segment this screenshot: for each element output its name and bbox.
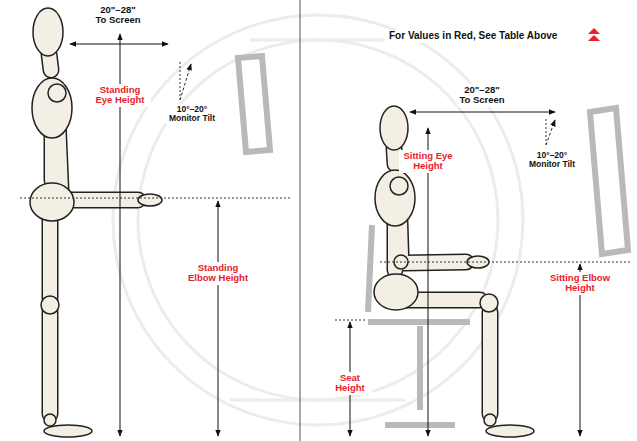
watermark-seal: [113, 15, 523, 425]
monitor-and-chair: [238, 56, 628, 425]
standing-mannequin: [30, 8, 162, 437]
dimension-label: Sitting Eye Height: [399, 150, 457, 173]
note-label: For Values in Red, See Table Above: [388, 30, 558, 43]
dimension-label: Standing Elbow Height: [185, 262, 251, 285]
dimension-label: Sitting Elbow Height: [548, 272, 612, 295]
up-arrow-icon: [588, 28, 600, 41]
tilt-indicator: [180, 62, 555, 145]
distance-label: 20"–28" To Screen: [93, 4, 143, 27]
sitting-mannequin: [374, 106, 534, 437]
reference-lines: [20, 198, 630, 320]
tilt-label: 10°–20° Monitor Tilt: [525, 150, 579, 170]
tilt-label: 10°–20° Monitor Tilt: [165, 104, 219, 124]
dimension-label: Standing Eye Height: [89, 84, 151, 107]
stand-line: [300, 0, 301, 441]
dimension-label: Seat Height: [328, 372, 372, 395]
dimension-arrows: [70, 34, 580, 436]
distance-label: 20"–28" To Screen: [457, 84, 507, 107]
